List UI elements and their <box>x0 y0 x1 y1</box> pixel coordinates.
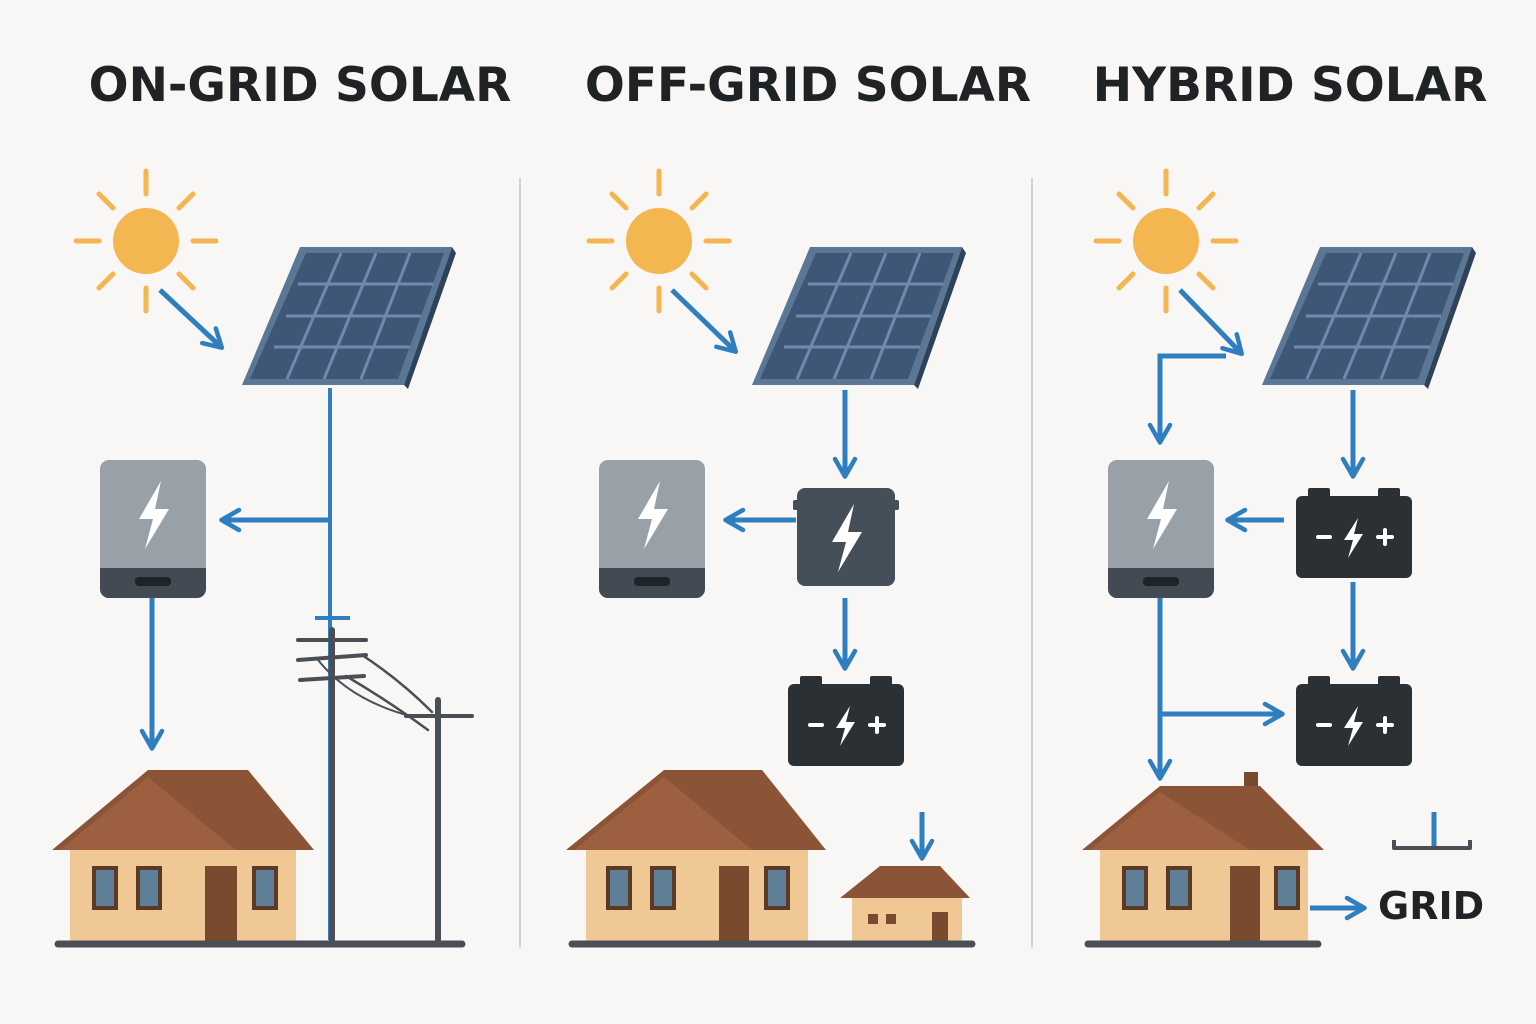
title-off-grid: OFF-GRID SOLAR <box>584 58 1032 113</box>
off-grid-charge-controller-icon <box>793 488 899 586</box>
on-grid-solar-panel-icon <box>240 245 458 391</box>
title-hybrid: HYBRID SOLAR <box>1092 58 1488 113</box>
off-grid-sun-icon <box>589 171 729 311</box>
hybrid-battery-top-icon <box>1294 486 1414 580</box>
off-grid-inverter-icon <box>599 460 705 598</box>
off-grid-solar-panel-icon <box>750 245 968 391</box>
on-grid-inverter-icon <box>100 460 206 598</box>
utility-pole-icon <box>296 627 474 943</box>
on-grid-house-icon <box>52 770 314 942</box>
hybrid-sun-icon <box>1096 171 1236 311</box>
sun-to-panel-arrow-icon <box>670 288 739 354</box>
hybrid-house-icon <box>1082 772 1324 942</box>
grid-connection-icon <box>1392 812 1472 850</box>
hybrid-inverter-icon <box>1108 460 1214 598</box>
title-on-grid: ON-GRID SOLAR <box>88 58 512 113</box>
sun-to-inverter-arrow-icon <box>1147 353 1226 445</box>
grid-label: GRID <box>1378 884 1485 928</box>
hybrid-battery-bottom-icon <box>1294 674 1414 768</box>
sun-to-panel-arrow-icon <box>158 288 225 350</box>
off-grid-small-house-icon <box>840 866 970 942</box>
hybrid-solar-panel-icon <box>1260 245 1478 391</box>
off-grid-battery-icon <box>786 674 906 768</box>
off-grid-house-icon <box>566 770 826 942</box>
sun-to-panel-arrow-icon <box>1178 288 1244 357</box>
on-grid-sun-icon <box>76 171 216 311</box>
